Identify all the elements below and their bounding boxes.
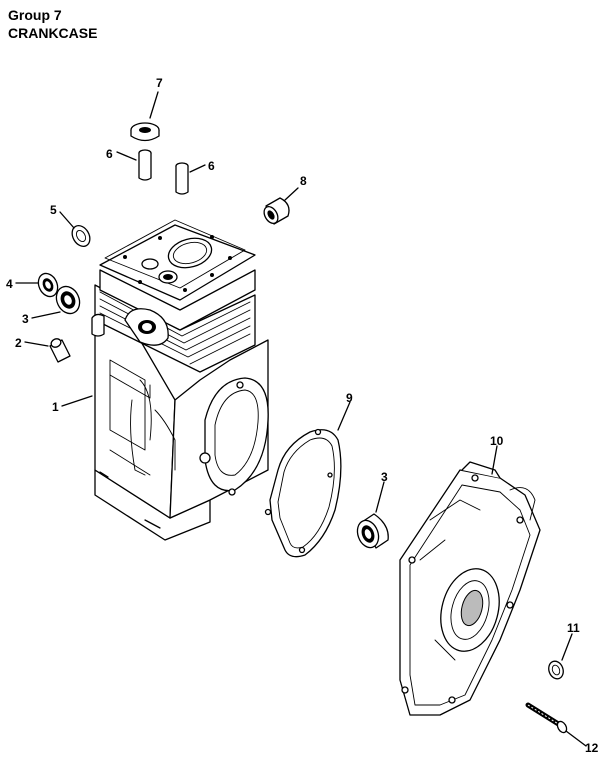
leader-1 [61,395,93,407]
callout-3-left: 3 [22,312,29,326]
leader-8 [284,187,299,201]
part-10-closure-plate [399,461,541,716]
leader-9 [337,401,351,431]
part-6-dowel-pin-right [175,162,189,195]
part-1-crankcase-block [91,219,269,541]
leader-7 [149,91,159,119]
leader-3a [31,311,61,319]
part-9-gasket [264,428,342,558]
callout-7: 7 [156,76,163,90]
part-8-bushing [263,197,290,225]
callout-10: 10 [490,434,504,448]
callout-6-left: 6 [106,147,113,161]
leader-6a [116,151,137,161]
leader-10 [491,445,498,475]
callout-2: 2 [15,336,22,350]
part-12-screw [525,702,568,734]
leader-12 [565,730,587,747]
callout-12: 12 [585,741,599,755]
part-3-bearing-right [356,513,389,549]
leader-6b [189,164,206,173]
callout-9: 9 [346,391,353,405]
part-11-washer [548,660,564,680]
part-2-sleeve [49,338,71,363]
callout-6-right: 6 [208,159,215,173]
diagram-title: CRANKCASE [8,25,98,41]
part-3-bearing-left [55,285,81,315]
callout-4: 4 [6,277,13,291]
leader-11 [561,633,573,661]
leader-5 [59,211,75,229]
callout-5: 5 [50,203,57,217]
diagram-header: Group 7 CRANKCASE [8,6,97,42]
part-5-washer [71,225,91,247]
group-label: Group 7 [8,7,62,23]
callout-3-right: 3 [381,470,388,484]
callout-11: 11 [567,621,580,635]
callout-8: 8 [300,174,307,188]
leader-2 [24,341,49,347]
part-7-seal [130,122,160,142]
callout-labels: 7 6 6 8 5 4 3 2 1 9 10 3 11 12 [6,76,599,755]
callout-1: 1 [52,400,59,414]
part-4-oil-seal [37,272,59,298]
part-6-dowel-pin-left [138,149,152,181]
leader-lines [15,91,587,747]
leader-3b [375,481,385,513]
